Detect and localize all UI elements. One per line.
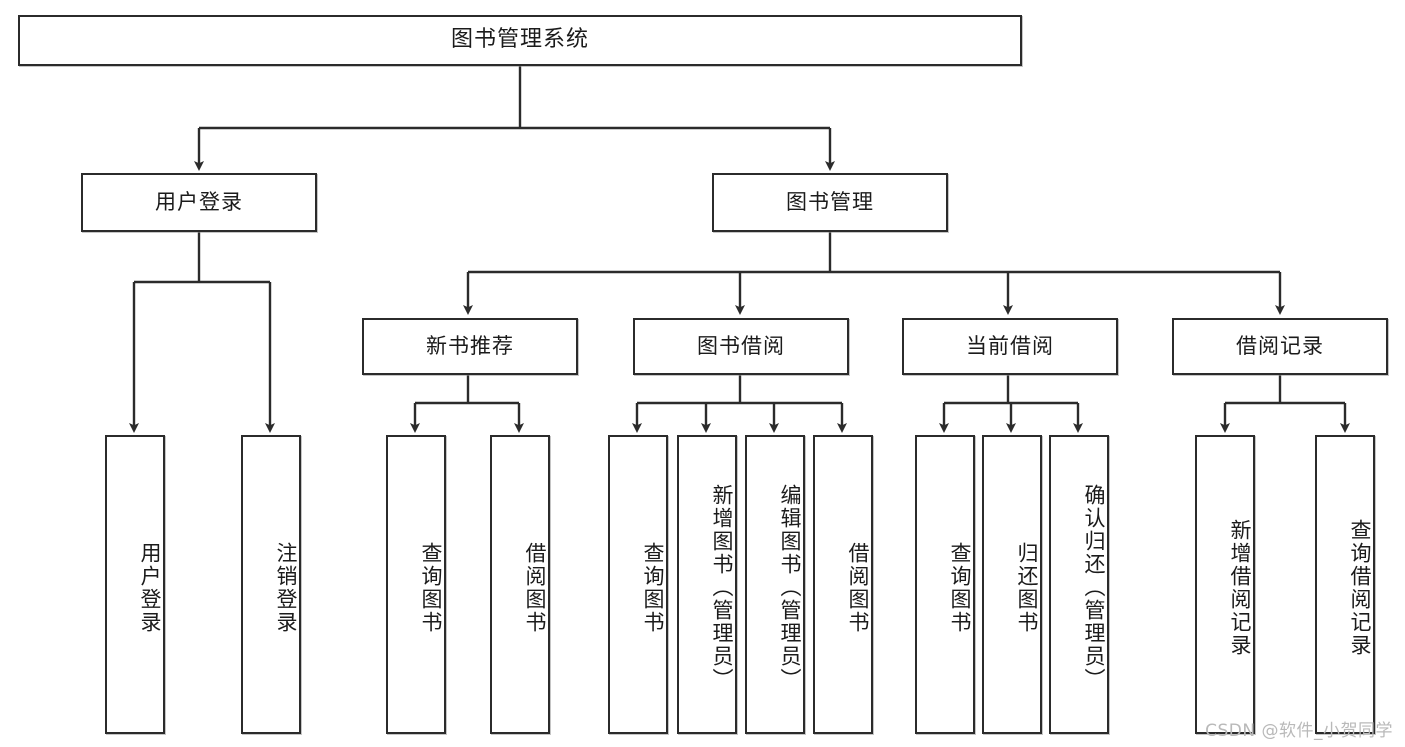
leaf-user-login-login[interactable]: 用户登录 [105, 435, 165, 734]
node-label: 注销登录 [274, 541, 298, 634]
leaf-current-borrow-confirm-return-admin[interactable]: 确认归还（管理员） [1049, 435, 1109, 734]
node-user-login[interactable]: 用户登录 [81, 173, 317, 232]
node-new-book-recommend[interactable]: 新书推荐 [362, 318, 578, 375]
leaf-new-book-query-book[interactable]: 查询图书 [386, 435, 446, 734]
leaf-borrow-record-add-record[interactable]: 新增借阅记录 [1195, 435, 1255, 734]
node-label: 用户登录 [138, 541, 162, 634]
leaf-book-borrow-edit-book-admin[interactable]: 编辑图书（管理员） [745, 435, 805, 734]
leaf-current-borrow-query-book[interactable]: 查询图书 [915, 435, 975, 734]
node-label: 当前借阅 [966, 333, 1054, 358]
leaf-current-borrow-return-book[interactable]: 归还图书 [982, 435, 1042, 734]
node-label: 归还图书 [1015, 541, 1039, 634]
node-label: 查询图书 [641, 541, 665, 634]
node-label: 新书推荐 [426, 333, 514, 358]
node-label: 新增借阅记录 [1228, 518, 1252, 657]
node-label: 用户登录 [155, 189, 243, 214]
node-label: 图书管理系统 [450, 27, 589, 53]
node-label: 图书管理 [786, 189, 874, 214]
node-root-book-management-system[interactable]: 图书管理系统 [18, 15, 1022, 66]
csdn-watermark: CSDN @软件_小贺同学 [1205, 721, 1393, 741]
leaf-book-borrow-borrow-book[interactable]: 借阅图书 [813, 435, 873, 734]
leaf-new-book-borrow-book[interactable]: 借阅图书 [490, 435, 550, 734]
node-label: 编辑图书（管理员） [778, 484, 802, 691]
leaf-borrow-record-query-record[interactable]: 查询借阅记录 [1315, 435, 1375, 734]
node-label: 新增图书（管理员） [710, 484, 734, 691]
node-borrow-record[interactable]: 借阅记录 [1172, 318, 1388, 375]
node-label: 查询图书 [419, 541, 443, 634]
leaf-book-borrow-query-book[interactable]: 查询图书 [608, 435, 668, 734]
leaf-book-borrow-add-book-admin[interactable]: 新增图书（管理员） [677, 435, 737, 734]
node-label: 借阅记录 [1236, 333, 1324, 358]
node-current-borrow[interactable]: 当前借阅 [902, 318, 1118, 375]
node-label: 图书借阅 [697, 333, 785, 358]
node-label: 借阅图书 [523, 541, 547, 634]
node-book-management[interactable]: 图书管理 [712, 173, 948, 232]
node-label: 借阅图书 [846, 541, 870, 634]
node-label: 查询图书 [948, 541, 972, 634]
node-label: 确认归还（管理员） [1082, 484, 1106, 691]
node-label: 查询借阅记录 [1348, 518, 1372, 657]
node-book-borrow[interactable]: 图书借阅 [633, 318, 849, 375]
leaf-user-login-logout[interactable]: 注销登录 [241, 435, 301, 734]
